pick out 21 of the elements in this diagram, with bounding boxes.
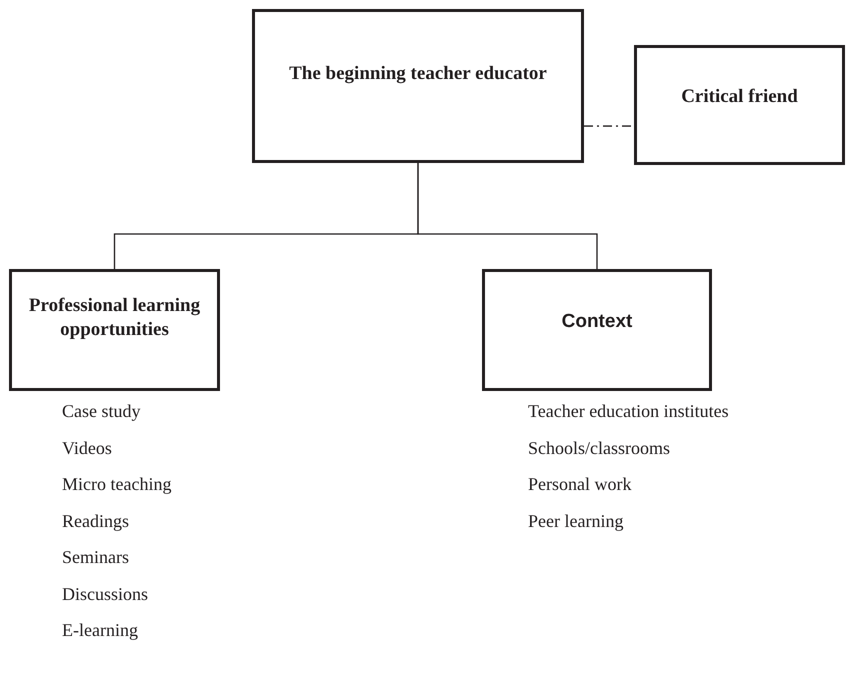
list-item: Videos: [62, 436, 113, 458]
list-item: Peer learning: [528, 510, 624, 532]
box-label: Context: [562, 310, 632, 334]
list-item: Personal work: [528, 473, 632, 495]
box-label: The beginning teacher educator: [289, 62, 547, 86]
dash-dot-line: [584, 125, 634, 127]
list-item: Seminars: [62, 546, 130, 568]
box: [482, 269, 712, 391]
box: [9, 269, 220, 391]
connector-line: [417, 163, 598, 269]
list-item: Teacher education institutes: [528, 400, 729, 422]
list-item: Discussions: [62, 582, 150, 604]
list-item: Readings: [62, 510, 130, 532]
list-item: Micro teaching: [62, 473, 172, 495]
list-item: E-learning: [62, 619, 139, 641]
box-label: Professional learning opportunities: [28, 294, 202, 342]
box: [634, 45, 845, 165]
box: [252, 9, 584, 163]
list-item: Case study: [62, 400, 142, 422]
box-label: Critical friend: [681, 85, 798, 109]
list-item: Schools/classrooms: [528, 436, 671, 458]
